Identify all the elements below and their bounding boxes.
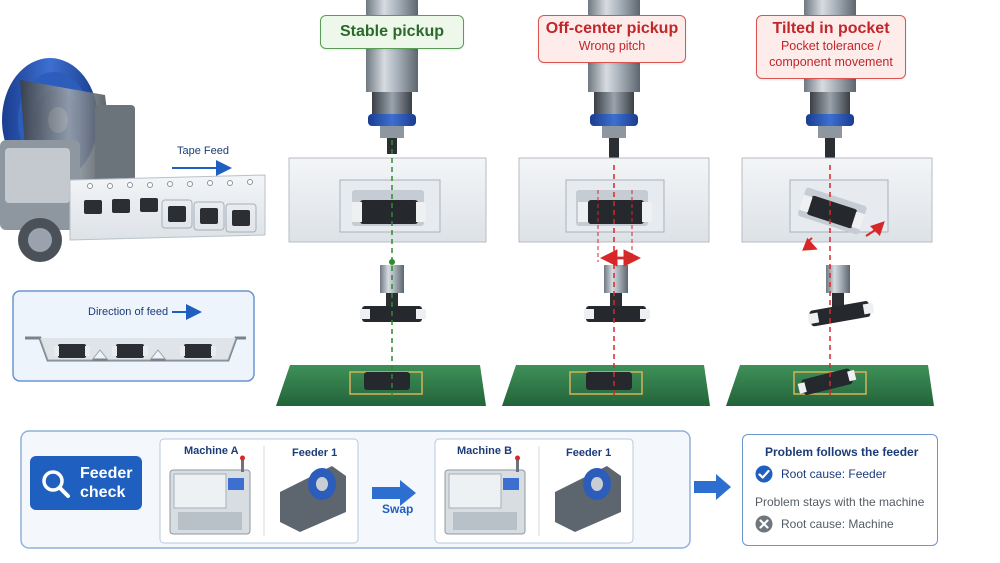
column-off-center xyxy=(502,0,710,406)
feeder-1-graphic-a xyxy=(280,466,346,532)
check-circle-icon xyxy=(755,465,773,483)
search-icon xyxy=(42,470,70,498)
stable-pickup-title: Stable pickup xyxy=(339,23,445,40)
feeder-1-graphic-b xyxy=(555,466,621,532)
tape-strip-graphic xyxy=(69,160,266,241)
result-arrow-icon xyxy=(694,474,731,500)
direction-of-feed-label: Direction of feed xyxy=(88,306,169,318)
direction-panel xyxy=(12,290,255,382)
feeder-check-line2: check xyxy=(80,484,126,501)
stays-machine-header: Problem stays with the machine xyxy=(755,495,925,509)
tilted-subtitle-line2: component movement xyxy=(769,55,893,69)
off-center-pickup-label: Off-center pickup Wrong pitch xyxy=(538,15,686,63)
swap-arrow-icon xyxy=(372,480,416,506)
tape-feed-label: Tape Feed xyxy=(177,145,229,157)
follows-feeder-header: Problem follows the feeder xyxy=(765,445,919,459)
machine-b-graphic xyxy=(444,455,526,535)
off-center-subtitle: Wrong pitch xyxy=(578,39,646,53)
feeder-1-label-b: Feeder 1 xyxy=(566,447,612,459)
tilted-subtitle-line1: Pocket tolerance / xyxy=(780,39,882,53)
machine-a-label: Machine A xyxy=(184,445,239,457)
x-circle-icon xyxy=(755,515,773,533)
feeder-check-button[interactable]: Feeder check xyxy=(30,456,142,510)
feeder-check-line1: Feeder xyxy=(80,465,133,482)
machine-b-label: Machine B xyxy=(457,445,513,457)
tilted-in-pocket-label: Tilted in pocket Pocket tolerance / comp… xyxy=(756,15,906,79)
root-cause-machine: Root cause: Machine xyxy=(781,517,894,531)
column-stable xyxy=(276,0,487,406)
root-cause-feeder: Root cause: Feeder xyxy=(781,467,887,481)
tilted-title: Tilted in pocket xyxy=(772,20,890,37)
feeder-1-label-a: Feeder 1 xyxy=(292,447,338,459)
machine-a-graphic xyxy=(169,455,251,535)
off-center-title: Off-center pickup xyxy=(545,20,679,37)
swap-label: Swap xyxy=(382,502,414,516)
result-box: Problem follows the feeder Root cause: F… xyxy=(742,434,938,546)
stable-pickup-label: Stable pickup xyxy=(320,15,464,49)
